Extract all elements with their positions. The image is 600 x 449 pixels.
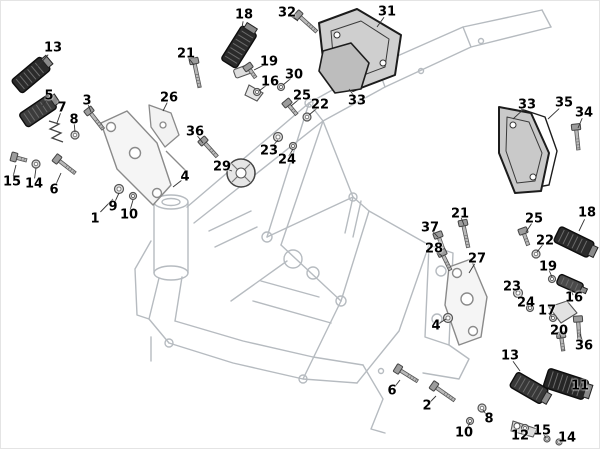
bolt-37 [432,230,446,253]
bolt-36-left [197,135,219,159]
bolt-15-left [9,151,28,163]
brake-pedal-26 [148,104,187,172]
footpeg-18-right [553,226,599,259]
bolt-34 [570,123,582,151]
footpeg-13-right [509,372,553,405]
hardware-parts-layer [9,9,599,446]
footpeg-18-top [221,21,259,69]
washer-30 [276,82,286,92]
bolt-32 [292,9,319,34]
bolt-25-left [281,97,299,117]
washer-8-left [70,130,80,140]
washer-14-left [31,159,41,169]
washer-9 [113,183,125,195]
footrest-hanger-bracket-27 [444,258,488,346]
bolt-20 [555,331,567,352]
washer-12 [520,423,530,433]
frame-drawing [134,9,552,434]
bolt-19-left [242,61,258,80]
footpeg-11-right [543,368,594,400]
bolt-36-right [572,315,584,341]
master-cylinder-29 [226,158,256,188]
heel-guard-plate-33-right [498,106,550,194]
washer-24-right [525,303,535,313]
heel-guard-plate-33-top [318,42,370,94]
washer-4-right [442,312,454,324]
bolt-21-left [188,56,202,89]
washer-19-right [547,274,557,284]
washer-16-left [252,87,262,97]
footpeg-13-left [11,54,54,94]
washer-10-left [128,191,138,201]
washer-10-right [465,416,475,426]
bolt-28 [436,248,453,272]
footpeg-16-right [556,273,589,295]
washer-8-right [477,403,487,413]
bolt-21-right [457,218,471,249]
washer-23-left [272,131,284,143]
bolt-25-right [517,226,531,247]
footpeg-5-left [19,93,61,128]
bolt-6-right [392,363,419,384]
bolt-6-left [51,153,77,176]
washer-24-left [288,141,298,151]
footrest-hanger-bracket-1 [100,110,172,206]
washer-14-right [555,438,563,446]
return-spring-7 [48,120,64,143]
bolt-2 [428,380,457,403]
washer-22-right [531,249,541,259]
bolt-3 [83,105,106,131]
leader-lines [12,15,586,442]
